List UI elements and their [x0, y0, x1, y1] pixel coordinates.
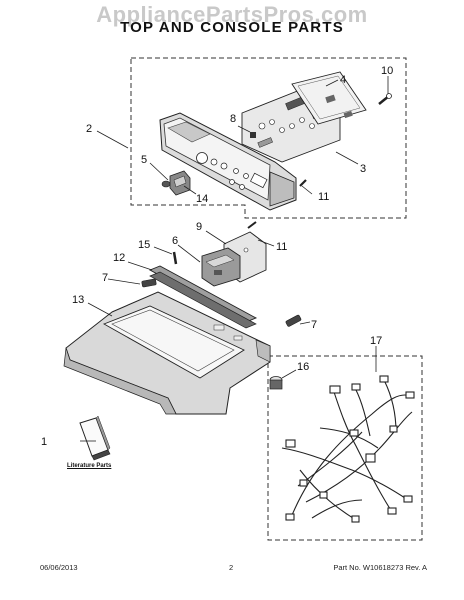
- callout-9: 9: [196, 221, 202, 233]
- hinge-screw: [172, 251, 178, 265]
- callout-11-lower: 11: [276, 241, 287, 253]
- footer-page-number: 2: [229, 563, 234, 572]
- callout-3: 3: [360, 163, 366, 175]
- literature-booklet: [79, 415, 111, 461]
- grommet: [269, 376, 283, 390]
- footer-part-number: Part No. W10618273 Rev. A: [333, 563, 427, 572]
- literature-parts-label: Literature Parts: [67, 463, 112, 469]
- knob-and-bracket: [161, 170, 191, 196]
- console-screw-lower: [299, 179, 307, 187]
- leader-lines: [80, 76, 389, 442]
- callout-2: 2: [86, 123, 92, 135]
- wire-harness: [281, 375, 415, 523]
- callout-7-left: 7: [102, 272, 108, 284]
- callout-10: 10: [381, 65, 393, 77]
- watermark: AppliancePartsPros.com: [96, 2, 368, 27]
- lid-switch: [201, 247, 241, 287]
- callout-12: 12: [113, 252, 125, 264]
- callout-8: 8: [230, 113, 236, 125]
- callout-14: 14: [196, 193, 208, 205]
- callout-1: 1: [41, 436, 47, 448]
- callout-labels: 1 2 3 4 5 6 7 7 8 9 10 11 11 12 13 14 15…: [41, 65, 393, 448]
- callout-11-upper: 11: [318, 191, 329, 203]
- console-group-boundary: [130, 57, 407, 219]
- callout-13: 13: [72, 294, 84, 306]
- footer-date: 06/06/2013: [40, 563, 78, 572]
- callout-5: 5: [141, 154, 147, 166]
- callout-15: 15: [138, 239, 150, 251]
- callout-6: 6: [172, 235, 178, 247]
- console-panel: [159, 112, 297, 211]
- page-title: TOP AND CONSOLE PARTS: [120, 19, 344, 36]
- washer-top: [63, 291, 271, 415]
- callout-16: 16: [297, 361, 309, 373]
- callout-17: 17: [370, 335, 382, 347]
- harness-group-boundary: [267, 355, 423, 541]
- hinge-bar: [148, 265, 258, 329]
- board-cover: [291, 71, 367, 125]
- bumper-left: [141, 278, 157, 288]
- callout-7-right: 7: [311, 319, 317, 331]
- console-screw: [378, 93, 392, 105]
- callout-4: 4: [340, 74, 346, 86]
- bumper-right: [285, 314, 302, 327]
